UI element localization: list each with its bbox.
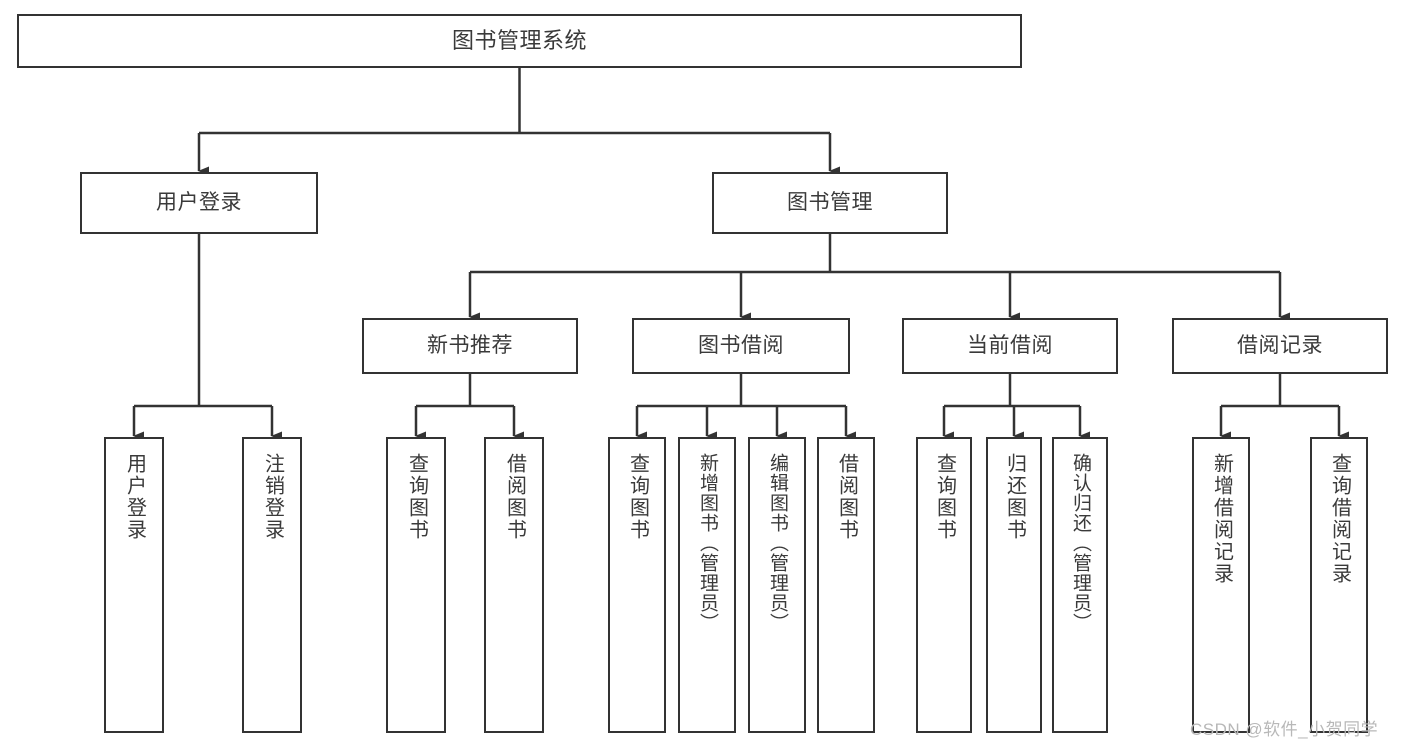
node-label-leaf-borrow-book-2: 借阅图书 xyxy=(835,453,858,541)
node-label-leaf-query-record: 查询借阅记录 xyxy=(1328,453,1351,585)
node-leaf-edit-book[interactable]: 编辑图书（管理员） xyxy=(748,437,806,733)
node-label-leaf-edit-book: 编辑图书（管理员） xyxy=(766,453,788,633)
node-label-leaf-return-book: 归还图书 xyxy=(1003,453,1026,541)
node-label-leaf-add-book: 新增图书（管理员） xyxy=(696,453,718,633)
node-label-root: 图书管理系统 xyxy=(451,28,587,54)
node-leaf-confirm-return[interactable]: 确认归还（管理员） xyxy=(1052,437,1108,733)
node-new-book-rec[interactable]: 新书推荐 xyxy=(362,318,578,374)
node-leaf-query-record[interactable]: 查询借阅记录 xyxy=(1310,437,1368,733)
node-leaf-user-logout[interactable]: 注销登录 xyxy=(242,437,302,733)
node-user-login[interactable]: 用户登录 xyxy=(80,172,318,234)
node-label-book-manage: 图书管理 xyxy=(787,190,873,214)
node-leaf-borrow-book-1[interactable]: 借阅图书 xyxy=(484,437,544,733)
node-label-leaf-user-logout: 注销登录 xyxy=(261,453,284,541)
node-leaf-query-book-1[interactable]: 查询图书 xyxy=(386,437,446,733)
node-leaf-user-login[interactable]: 用户登录 xyxy=(104,437,164,733)
node-book-manage[interactable]: 图书管理 xyxy=(712,172,948,234)
node-label-leaf-query-book-2: 查询图书 xyxy=(626,453,649,541)
edge-group xyxy=(132,68,1349,441)
node-leaf-query-book-2[interactable]: 查询图书 xyxy=(608,437,666,733)
node-label-leaf-user-login: 用户登录 xyxy=(123,453,146,541)
node-leaf-borrow-book-2[interactable]: 借阅图书 xyxy=(817,437,875,733)
node-leaf-return-book[interactable]: 归还图书 xyxy=(986,437,1042,733)
node-leaf-add-record[interactable]: 新增借阅记录 xyxy=(1192,437,1250,733)
node-borrow-record[interactable]: 借阅记录 xyxy=(1172,318,1388,374)
node-label-user-login: 用户登录 xyxy=(156,190,242,214)
node-root[interactable]: 图书管理系统 xyxy=(17,14,1022,68)
node-label-leaf-confirm-return: 确认归还（管理员） xyxy=(1069,453,1091,633)
node-label-book-borrow: 图书借阅 xyxy=(698,333,784,357)
node-leaf-add-book[interactable]: 新增图书（管理员） xyxy=(678,437,736,733)
node-leaf-query-book-3[interactable]: 查询图书 xyxy=(916,437,972,733)
node-current-borrow[interactable]: 当前借阅 xyxy=(902,318,1118,374)
node-label-leaf-query-book-1: 查询图书 xyxy=(405,453,428,541)
node-label-new-book-rec: 新书推荐 xyxy=(427,333,513,357)
node-label-current-borrow: 当前借阅 xyxy=(967,333,1053,357)
node-label-leaf-borrow-book-1: 借阅图书 xyxy=(503,453,526,541)
node-label-leaf-add-record: 新增借阅记录 xyxy=(1210,453,1233,585)
node-label-borrow-record: 借阅记录 xyxy=(1237,333,1323,357)
csdn-watermark: CSDN @软件_小贺同学 xyxy=(1190,720,1379,739)
node-label-leaf-query-book-3: 查询图书 xyxy=(933,453,956,541)
node-book-borrow[interactable]: 图书借阅 xyxy=(632,318,850,374)
